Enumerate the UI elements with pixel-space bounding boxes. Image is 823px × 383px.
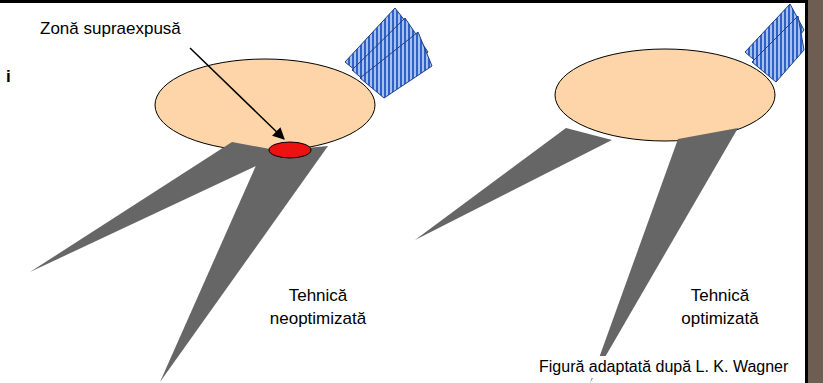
overexposed-zone [269,142,311,158]
technique-label: Tehnică neoptimizată [258,285,378,331]
frame-line [805,0,808,383]
frame-line [0,0,808,3]
x-ray-beam [590,128,738,383]
technique-label: Tehnică optimizată [665,285,775,331]
patient-body [155,59,375,151]
leader-arrow [190,48,284,139]
callout-label: Zonă supraexpusă [40,18,181,41]
x-ray-beam [160,146,328,382]
source-note: Figură adaptată după L. K. Wagner [536,356,791,378]
side-bar [808,0,823,383]
fragment-label: i [6,66,11,89]
patient-body [555,49,775,141]
x-ray-beam [415,128,612,240]
